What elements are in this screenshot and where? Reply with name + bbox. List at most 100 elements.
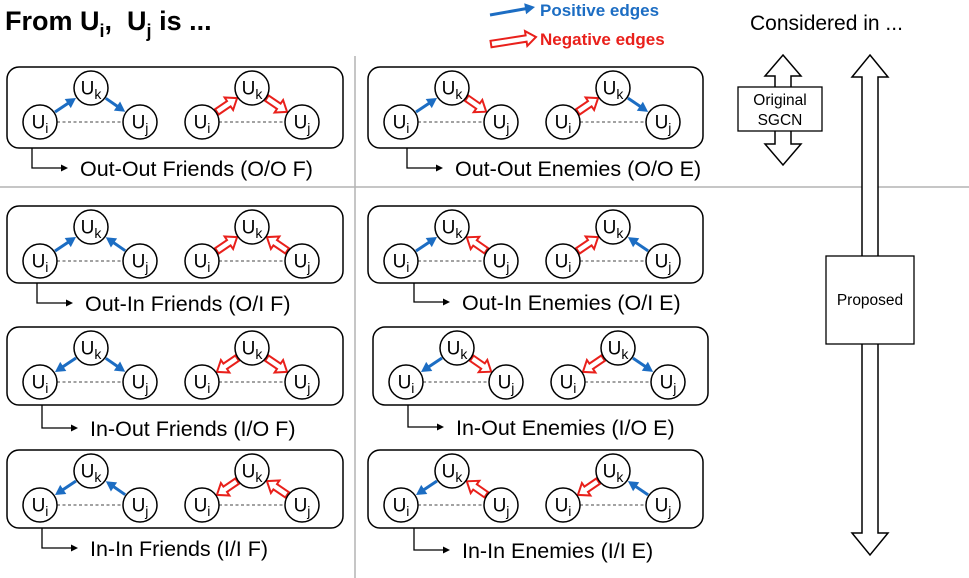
node-label: Ui [32,496,49,520]
node-label: Uk [442,79,464,103]
node-label: Uj [294,496,311,520]
node-label-base: U [242,462,256,483]
node-label: Ui [393,113,410,137]
pattern-label: Out-Out Friends (O/O F) [80,157,313,181]
node-ui: Ui [184,104,220,140]
node-uj: Uj [488,364,524,400]
node-label-subscript: j [505,503,509,519]
negative-edge-uk-to-uj [468,354,493,374]
node-uj: Uj [122,364,158,400]
pointer-head [436,164,443,172]
title-from: From [5,6,80,36]
node-label-subscript: j [144,503,148,519]
node-uk: Uk [439,330,475,366]
legend-negative-label: Negative edges [540,30,665,49]
positive-edge-uj-to-uk [105,237,127,252]
node-label-subscript: k [255,346,263,362]
node-circle [122,243,158,279]
negative-edge-uj-to-uk [265,479,291,499]
node-uj: Uj [650,364,686,400]
node-label-subscript: i [207,503,210,519]
node-label-subscript: j [667,503,671,519]
pointer-line [406,148,437,169]
node-uk: Uk [234,209,270,245]
arrow-shaft [61,479,77,492]
pointer-head [443,298,450,306]
arrow-shaft [634,240,649,253]
node-label: Uk [447,339,469,363]
node-circle [184,243,220,279]
node-label-base: U [81,339,95,360]
node-label: Uj [132,252,149,276]
node-label: Uj [132,113,149,137]
arrow-head [55,361,67,372]
negative-edge-ui-to-uk [574,235,600,255]
node-label: Uj [498,373,515,397]
label-pointer-arrow-icon [41,405,78,432]
node-label: Uj [660,373,677,397]
pointer-line [407,405,438,428]
negative-edge-uk-to-uj [463,94,488,114]
node-label-base: U [555,496,569,517]
node-label-base: U [294,252,308,273]
arrow-head [524,3,535,15]
original-sgcn-label-line1: Original [753,92,806,109]
node-label-base: U [493,252,507,273]
node-label: Uj [294,113,311,137]
node-label: Uk [81,339,103,363]
legend-positive-label: Positive edges [540,1,659,20]
positive-edge-uk-to-uj [627,96,649,112]
node-label-base: U [442,462,456,483]
arrow-shaft [54,240,70,253]
node-label-base: U [242,218,256,239]
node-circle [545,487,581,523]
node-label: Ui [555,496,572,520]
legend-positive: Positive edges [489,1,659,20]
negative-edge-uk-to-uj [263,354,289,374]
node-circle [645,104,681,140]
original-sgcn-label-line2: SGCN [758,112,803,129]
node-label: Ui [393,496,410,520]
arrow-head [636,101,649,112]
pointer-line [36,283,67,304]
positive-arrow [489,3,535,17]
node-label-base: U [81,218,95,239]
original-sgcn-range: Original SGCN [737,53,823,167]
node-label-subscript: i [207,380,210,396]
node-label-base: U [32,373,46,394]
node-circle [645,243,681,279]
node-label-base: U [194,373,208,394]
node-circle [483,487,519,523]
node-label-base: U [555,113,569,134]
node-uj: Uj [483,487,519,523]
node-label: Uk [442,218,464,242]
pattern-box [367,66,704,149]
node-label-subscript: j [505,259,509,275]
node-ui: Ui [22,104,58,140]
node-ui: Ui [550,364,586,400]
node-label-subscript: i [406,120,409,136]
positive-edge-arrow-icon [489,3,535,17]
title-u2-subscript: j [146,21,152,41]
node-uk: Uk [73,70,109,106]
node-label-subscript: i [45,120,48,136]
node-label: Uj [655,113,672,137]
node-label-base: U [393,252,407,273]
node-label-base: U [194,252,208,273]
node-circle [388,364,424,400]
node-label-subscript: k [255,86,263,102]
pattern-label: Out-In Enemies (O/I E) [462,291,681,315]
node-circle [234,70,270,106]
node-label-base: U [498,373,512,394]
node-ui: Ui [388,364,424,400]
node-uk: Uk [234,330,270,366]
proposed-box [825,255,915,345]
node-label: Uj [132,496,149,520]
node-circle [545,243,581,279]
legend: Positive edges Negative edges [489,1,665,49]
node-label: Ui [32,252,49,276]
node-label: Uk [603,462,625,486]
